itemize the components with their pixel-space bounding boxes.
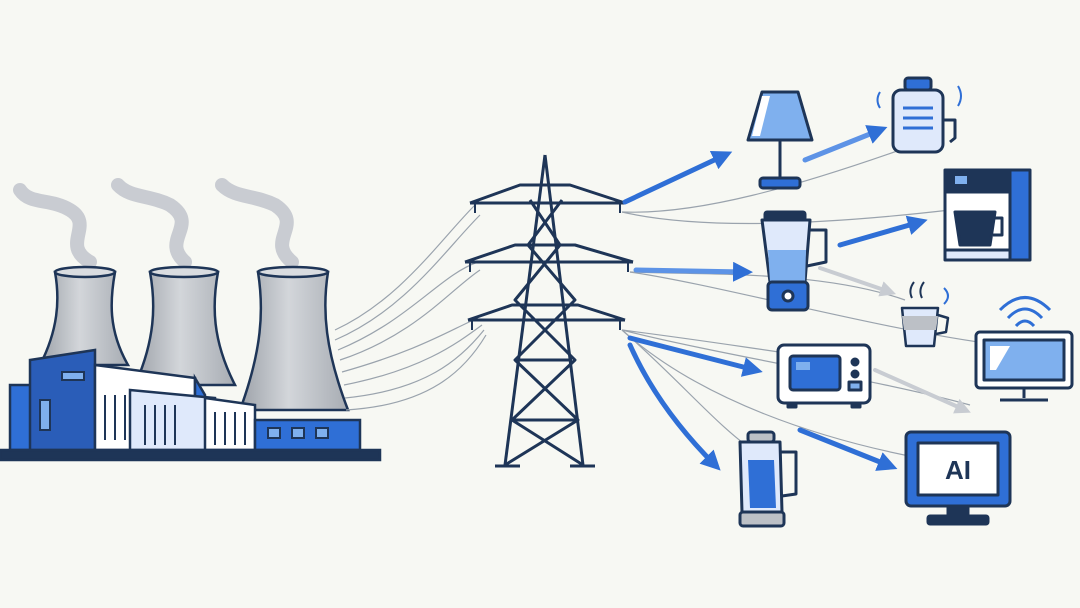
flow-arrow: [837, 215, 928, 248]
flow-arrow: [797, 427, 898, 471]
steam-plume: [13, 178, 299, 269]
lamp-icon: [746, 90, 814, 190]
flow-arrows-light: [818, 266, 971, 414]
cooling-tower: [238, 265, 350, 412]
flow-arrow: [633, 261, 753, 282]
flow-arrow: [627, 335, 763, 377]
blender-icon: [760, 210, 828, 312]
kettle-icon: [738, 430, 798, 528]
ai-label: AI: [945, 455, 971, 485]
ai-computer-icon: [904, 430, 1012, 526]
cooling-tower: [37, 265, 131, 367]
flow-arrow: [818, 266, 897, 297]
factory-windows: [39, 371, 329, 445]
wireless-monitor-icon: [974, 296, 1074, 402]
power-lines-incoming: [334, 204, 487, 411]
transmission-tower-icon: [464, 154, 634, 468]
coffee-maker-icon: [943, 168, 1032, 262]
steaming-mug-icon: [900, 281, 950, 348]
microwave-icon: [776, 343, 872, 409]
flow-arrow: [802, 125, 888, 163]
power-lines-outgoing: [621, 149, 1001, 461]
flow-arrows: [622, 125, 928, 471]
cooling-tower: [133, 265, 238, 387]
flow-arrow: [627, 342, 721, 471]
flow-arrow: [622, 151, 733, 205]
power-plant-icon: [0, 178, 382, 462]
flow-arrow: [873, 368, 971, 414]
water-heater-icon: [876, 76, 962, 154]
